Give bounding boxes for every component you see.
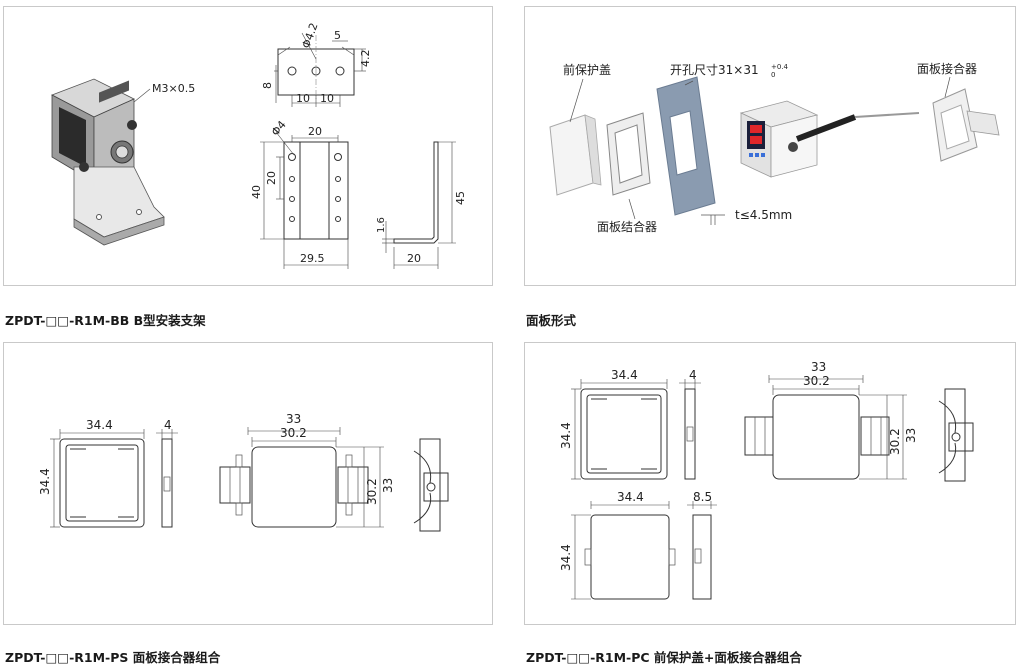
ps-drawing: 34.4 34.4 4 33 30.2 30.2 33 bbox=[38, 412, 449, 532]
panel-panel-mount: 前保护盖 面板结合器 开孔尺寸31×31 +0.4 0 t≤4.5mm bbox=[524, 6, 1016, 286]
ps-h-33: 33 bbox=[381, 478, 395, 493]
hole-dia-side-label: Φ4 bbox=[269, 118, 289, 138]
pc-w-30-2: 30.2 bbox=[803, 374, 830, 388]
panel-ps: 34.4 34.4 4 33 30.2 30.2 33 bbox=[3, 342, 493, 625]
ps-h-30-2: 30.2 bbox=[365, 478, 379, 505]
dim-5-label: 5 bbox=[334, 29, 341, 42]
ps-w-33: 33 bbox=[286, 412, 301, 426]
bezel-label: 面板结合器 bbox=[597, 219, 657, 234]
dim-10b-label: 10 bbox=[320, 92, 334, 105]
front-cover-label: 前保护盖 bbox=[563, 62, 611, 77]
ps-front-adapter bbox=[219, 427, 384, 528]
pc-front-cover bbox=[571, 501, 676, 600]
ps-h-34-4: 34.4 bbox=[38, 468, 52, 495]
panel-pc: 34.4 34.4 4 33 30.2 30.2 33 bbox=[524, 342, 1016, 625]
pc-w-33: 33 bbox=[811, 360, 826, 374]
pc-w-34-4: 34.4 bbox=[611, 368, 638, 382]
dim-8-label: 8 bbox=[261, 82, 274, 89]
ps-d-4: 4 bbox=[164, 418, 172, 432]
panel-plate-illustration bbox=[656, 76, 716, 216]
cutout-tol2-label: 0 bbox=[771, 71, 775, 79]
bracket-bb-drawing: M3×0.5 Φ4.2 5 4.2 8 10 10 bbox=[51, 21, 467, 269]
ps-side-bezel bbox=[156, 429, 178, 528]
pc-cover-side bbox=[687, 501, 717, 600]
caption-ps: ZPDT-□□-R1M-PS 面板接合器组合 bbox=[5, 650, 221, 665]
pc-side-bezel bbox=[679, 379, 701, 480]
sensor-iso-illustration bbox=[51, 78, 165, 246]
ps-front-bezel bbox=[50, 429, 145, 528]
pc-d-4: 4 bbox=[689, 368, 697, 382]
dim-40-label: 40 bbox=[250, 185, 263, 199]
bracket-front-view bbox=[260, 131, 349, 269]
front-cover-illustration bbox=[549, 114, 602, 196]
cutout-tol-label: +0.4 bbox=[771, 63, 789, 71]
pc-cover-d: 8.5 bbox=[693, 490, 712, 504]
dim-20-side-label: 20 bbox=[265, 171, 278, 185]
ps-side-adapter bbox=[413, 438, 449, 532]
dim-20-top-label: 20 bbox=[308, 125, 322, 138]
caption-panel-mount: 面板形式 bbox=[526, 313, 577, 328]
dim-45-label: 45 bbox=[454, 191, 467, 205]
dim-1-6-label: 1.6 bbox=[376, 217, 387, 233]
pc-drawing: 34.4 34.4 4 33 30.2 30.2 33 bbox=[559, 360, 974, 600]
pc-side-adapter bbox=[938, 388, 974, 482]
pc-front-bezel bbox=[571, 379, 668, 480]
dim-20-bottom-label: 20 bbox=[407, 252, 421, 265]
bracket-top-view bbox=[274, 32, 366, 107]
caption-pc: ZPDT-□□-R1M-PC 前保护盖+面板接合器组合 bbox=[526, 650, 802, 665]
bezel-illustration bbox=[606, 112, 651, 196]
hole-dia-top-label: Φ4.2 bbox=[299, 21, 320, 50]
panel-bracket-bb: M3×0.5 Φ4.2 5 4.2 8 10 10 bbox=[3, 6, 493, 286]
pc-cover-h: 34.4 bbox=[559, 544, 573, 571]
dim-29-5-label: 29.5 bbox=[300, 252, 325, 265]
pc-front-adapter bbox=[744, 375, 907, 480]
bracket-side-view bbox=[382, 141, 456, 269]
pc-cover-w: 34.4 bbox=[617, 490, 644, 504]
dim-4-2-label: 4.2 bbox=[359, 50, 372, 68]
caption-bracket-bb: ZPDT-□□-R1M-BB B型安装支架 bbox=[5, 313, 206, 328]
pc-h-33: 33 bbox=[904, 428, 918, 443]
pc-h-34-4: 34.4 bbox=[559, 422, 573, 449]
ps-w-34-4: 34.4 bbox=[86, 418, 113, 432]
sensor-illustration bbox=[739, 100, 920, 178]
panel-mount-drawing: 前保护盖 面板结合器 开孔尺寸31×31 +0.4 0 t≤4.5mm bbox=[549, 61, 1000, 234]
adapter-label: 面板接合器 bbox=[917, 61, 977, 76]
thread-label: M3×0.5 bbox=[152, 82, 195, 95]
adapter-illustration bbox=[932, 88, 1000, 162]
ps-w-30-2: 30.2 bbox=[280, 426, 307, 440]
cutout-label: 开孔尺寸31×31 bbox=[670, 63, 759, 77]
pc-h-30-2: 30.2 bbox=[888, 428, 902, 455]
thickness-label: t≤4.5mm bbox=[735, 208, 792, 222]
dim-10a-label: 10 bbox=[296, 92, 310, 105]
